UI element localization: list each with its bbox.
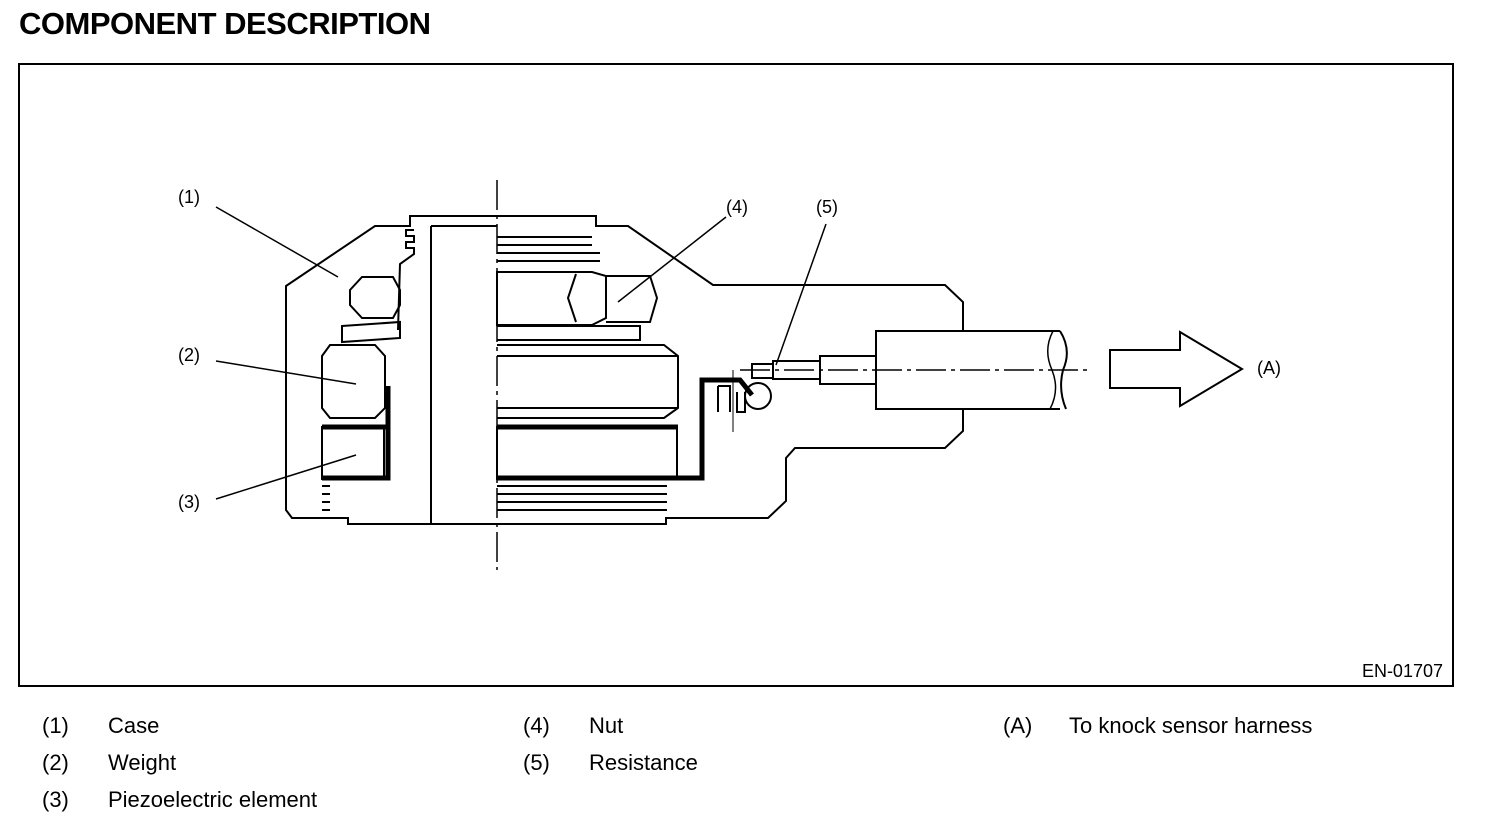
legend-num: (4) [523, 713, 550, 738]
callout-2: (2) [178, 345, 200, 365]
legend-item-1: (1) Case [42, 713, 159, 739]
diagram-frame [18, 63, 1454, 687]
legend-num: (1) [42, 713, 69, 738]
callout-1: (1) [178, 187, 200, 207]
weight-left [321, 344, 386, 419]
callout-A: (A) [1257, 358, 1281, 378]
washer [341, 320, 641, 344]
piezo-right [496, 426, 678, 480]
callout-5: (5) [816, 197, 838, 217]
legend-item-3: (3) Piezoelectric element [42, 787, 317, 813]
weight-right [497, 344, 679, 419]
legend-label: Piezoelectric element [108, 787, 318, 812]
legend-item-5: (5) Resistance [523, 750, 698, 776]
page-title: COMPONENT DESCRIPTION [19, 6, 431, 41]
nut-right [496, 271, 607, 326]
harness-arrow [1109, 330, 1244, 408]
legend-item-A: (A) To knock sensor harness [1003, 713, 1312, 739]
leader-4 [617, 216, 727, 303]
legend-num: (3) [42, 787, 69, 812]
wire-left [322, 386, 391, 481]
legend-label: Case [108, 713, 160, 738]
callout-4: (4) [726, 197, 748, 217]
center-bore [430, 225, 497, 525]
legend-label: To knock sensor harness [1069, 713, 1313, 738]
lower-threads [322, 485, 667, 511]
legend-label: Nut [589, 713, 624, 738]
cable-connector [876, 330, 1060, 410]
resistance-coil [744, 382, 772, 410]
left-serration [397, 229, 415, 331]
leader-2 [215, 360, 357, 385]
upper-threads [497, 236, 600, 262]
leader-3 [215, 454, 357, 500]
legend-label: Resistance [589, 750, 698, 775]
figure-id: EN-01707 [1362, 661, 1443, 681]
leader-1 [215, 206, 339, 278]
legend-item-4: (4) Nut [523, 713, 623, 739]
legend-num: (2) [42, 750, 69, 775]
leader-5 [775, 223, 827, 366]
legend-label: Weight [108, 750, 177, 775]
piezo-left [321, 426, 385, 480]
legend-item-2: (2) Weight [42, 750, 176, 776]
callout-3: (3) [178, 492, 200, 512]
nut-left [349, 276, 401, 319]
wire-right [497, 377, 754, 481]
legend-num: (5) [523, 750, 550, 775]
legend-num: (A) [1003, 713, 1033, 738]
